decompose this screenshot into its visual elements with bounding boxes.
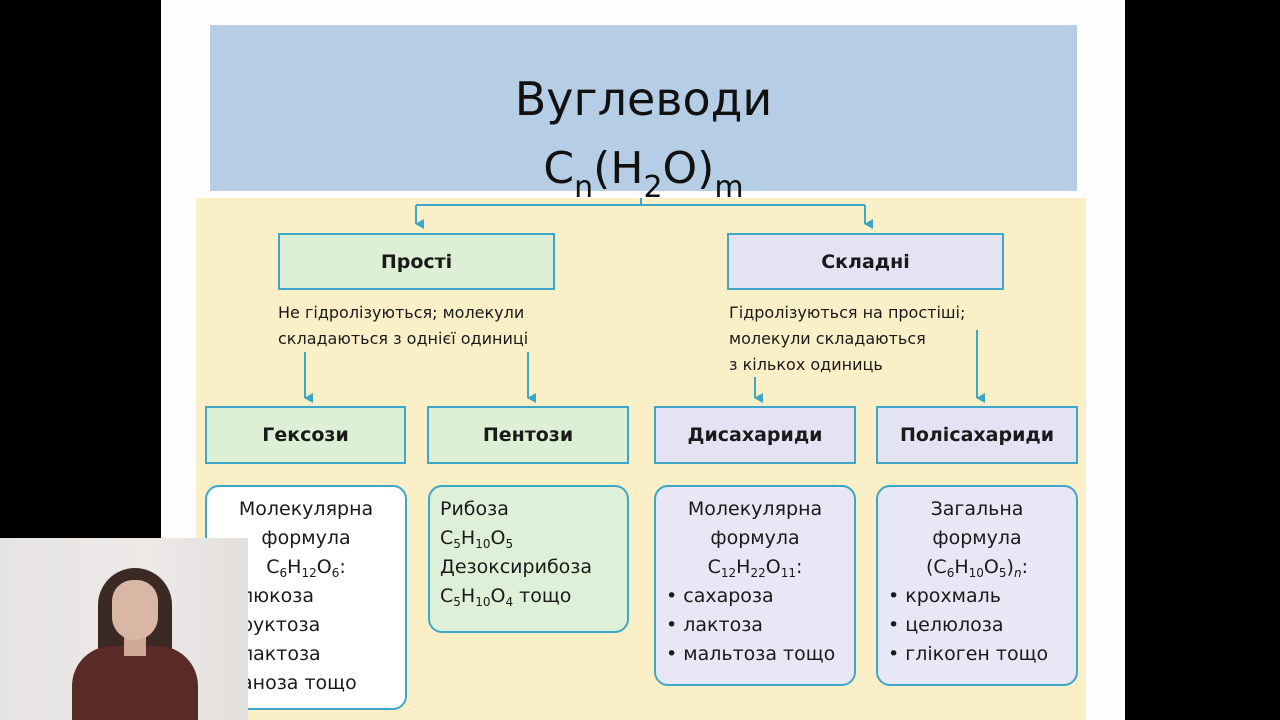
hexoses-details: Молекулярна формула C6H12O6: люкоза рукт… xyxy=(205,485,407,710)
list-item: глікоген тощо xyxy=(888,640,1076,669)
list-item: аноза тощо xyxy=(241,672,357,694)
disaccharides-formula: C12H22O11: xyxy=(707,556,803,580)
hexoses-box: Гексози xyxy=(205,406,406,464)
list-item: крохмаль xyxy=(888,582,1076,611)
title-formula: Cn(H2O)m xyxy=(543,143,744,205)
list-item: лактоза xyxy=(666,611,854,640)
list-item: руктоза xyxy=(241,614,321,636)
polysaccharides-formula: (C6H10O5)n: xyxy=(926,556,1028,580)
presenter-torso xyxy=(72,646,198,720)
ribose-formula: C5H10O5 xyxy=(440,527,514,551)
disaccharides-details: Молекулярна формула C12H22O11: сахароза … xyxy=(654,485,856,686)
webcam-overlay xyxy=(0,538,248,720)
list-item: лактоза xyxy=(241,643,321,665)
list-item: мальтоза тощо xyxy=(666,640,854,669)
polysaccharides-details: Загальна формула (C6H10O5)n: крохмаль це… xyxy=(876,485,1078,686)
simple-note: Не гідролізуються; молекули складаються … xyxy=(278,303,529,348)
pentoses-box: Пентози xyxy=(427,406,629,464)
deoxyribose-formula: C5H10O4 тощо xyxy=(440,585,572,609)
title-text: Вуглеводи xyxy=(514,72,773,126)
pentoses-details: Рибоза C5H10O5 Дезоксирибоза C5H10O4 тощ… xyxy=(428,485,629,633)
list-item: целюлоза xyxy=(888,611,1076,640)
disaccharides-box: Дисахариди xyxy=(654,406,856,464)
polysaccharides-box: Полісахариди xyxy=(876,406,1078,464)
simple-box: Прості xyxy=(278,233,555,290)
list-item: люкоза xyxy=(241,585,314,607)
presenter-face xyxy=(112,580,158,640)
complex-note: Гідролізуються на простіші; молекули скл… xyxy=(729,303,966,374)
list-item: сахароза xyxy=(666,582,854,611)
hexoses-formula: C6H12O6: xyxy=(266,556,346,580)
complex-box: Складні xyxy=(727,233,1004,290)
title-banner: Вуглеводи Cn(H2O)m xyxy=(210,25,1077,203)
